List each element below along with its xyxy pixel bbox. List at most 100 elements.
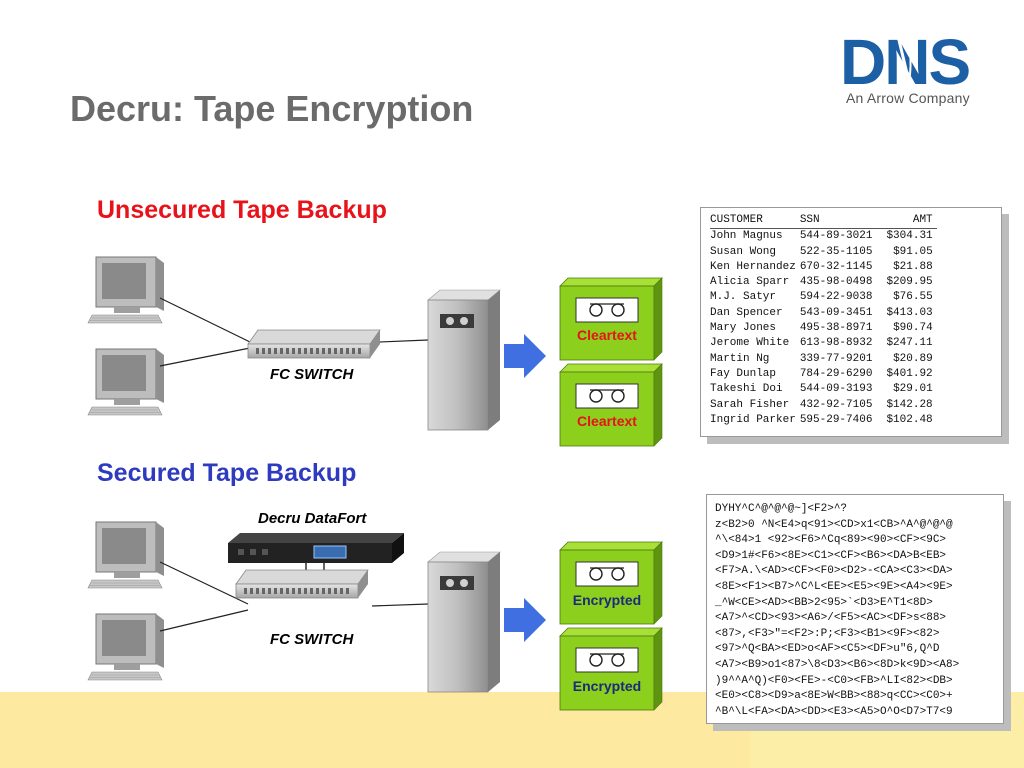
customer-cell: Fay Dunlap [710,367,777,380]
ssn-cell: 613-98-8932 [799,337,873,350]
computer-icon [87,521,165,589]
unsecured-section [87,256,663,447]
ssn-cell: 435-98-0498 [799,276,873,289]
amount-cell: $90.74 [893,322,933,335]
encrypted-line: )9^^A^Q)<F0><FE>-<C0><FB>^LI<82><DB> [715,674,953,687]
tape-cartridge-icon [559,627,663,711]
table-row: Fay Dunlap 784-29-6290 $401.92 [710,367,937,382]
encrypted-text-block: DYHY^C^@^@^@~]<F2>^? z<B2>0 ^N<E4>q<91><C… [715,502,1003,720]
encrypted-data-panel: DYHY^C^@^@^@~]<F2>^? z<B2>0 ^N<E4>q<91><C… [706,494,1004,724]
ssn-cell: 595-29-7406 [799,413,873,426]
tape-cartridge-icon [559,363,663,447]
secured-section [87,521,663,711]
column-header: SSN [799,213,877,230]
unsecured-heading: Unsecured Tape Backup [97,196,387,224]
ssn-cell: 544-09-3193 [799,383,873,396]
logo-tagline: An Arrow Company [846,90,970,106]
tape-cartridge-icon [559,541,663,625]
amount-cell: $21.88 [893,260,933,273]
encrypted-line: <A7>^<CD><93><A6>/<F5><AC><DF>s<88> [715,612,947,625]
dns-logo-icon: DNS [840,26,971,98]
encrypted-line: ^\<84>1 <92><F6>^Cq<89><90><CF><9C> [715,534,947,547]
encrypted-line: <8E><F1><B7>^C^L<EE><E5><9E><A4><9E> [715,580,953,593]
table-row: Dan Spencer 543-09-3451 $413.03 [710,306,937,321]
table-row: Jerome White 613-98-8932 $247.11 [710,336,937,351]
computer-icon [87,348,165,416]
company-logo: DNS [836,26,996,110]
ssn-cell: 543-09-3451 [799,306,873,319]
customer-table: CUSTOMER SSN AMT John Magnus 544-89-3021 $… [710,213,937,428]
customer-cell: Jerome White [710,337,790,350]
page-title: Decru: Tape Encryption [70,88,474,129]
table-row: Sarah Fisher 432-92-7105 $142.28 [710,398,937,413]
customer-cell: Dan Spencer [710,306,783,319]
arrow-right-icon [504,334,546,378]
customer-cell: John Magnus [710,230,783,243]
amount-cell: $142.28 [886,398,933,411]
table-header-row: CUSTOMER SSN AMT [710,213,937,230]
amount-cell: $20.89 [893,352,933,365]
encrypted-line: <97>^Q<BA><ED>o<AF><C5><DF>u"6,Q^D [715,643,940,656]
ssn-cell: 784-29-6290 [799,367,873,380]
customer-cell: Alicia Sparr [710,276,790,289]
encrypted-line: z<B2>0 ^N<E4>q<91><CD>x1<CB>^A^@^@^@ [715,518,953,531]
encrypted-line: _^W<CE><AD><BB>2<95>`<D3>E^T1<8D> [715,596,933,609]
amount-cell: $76.55 [893,291,933,304]
table-row: Mary Jones 495-38-8971 $90.74 [710,321,937,336]
ssn-cell: 495-38-8971 [799,322,873,335]
customer-cell: Martin Ng [710,352,770,365]
table-row: M.J. Satyr 594-22-9038 $76.55 [710,290,937,305]
computer-icon [87,256,165,324]
computer-icon [87,613,165,681]
connection-line [159,347,251,367]
encrypted-line: DYHY^C^@^@^@~]<F2>^? [715,503,848,515]
encrypted-line: ^B^\L<FA><DA><DD><E3><A5>O^O<D7>T7<9 [715,705,953,718]
amount-cell: $401.92 [886,367,933,380]
ssn-cell: 544-89-3021 [799,230,873,243]
ssn-cell: 670-32-1145 [799,260,873,273]
tape-label-encrypted: Encrypted [572,592,642,608]
encrypted-line: <E0><C8><D9>a<8E>W<BB><88>q<CC><C0>+ [715,690,953,703]
ssn-cell: 339-77-9201 [799,352,873,365]
customer-cell: M.J. Satyr [710,291,777,304]
amount-cell: $102.48 [886,413,933,426]
tape-server-icon [427,289,501,431]
ssn-cell: 522-35-1105 [799,245,873,258]
column-header: CUSTOMER [710,213,800,230]
ssn-cell: 432-92-7105 [799,398,873,411]
amount-cell: $91.05 [893,245,933,258]
connection-line [371,603,429,607]
ssn-cell: 594-22-9038 [799,291,873,304]
encrypted-line: <F7>A.\<AD><CF><F0><D2>-<CA><C3><DA> [715,565,953,578]
customer-cell: Susan Wong [710,245,777,258]
fc-switch-label: FC SWITCH [270,366,354,383]
connection-line [159,561,249,605]
connection-line [159,609,249,632]
tape-label-cleartext: Cleartext [577,327,637,343]
arrow-right-icon [504,598,546,642]
table-row: Martin Ng 339-77-9201 $20.89 [710,352,937,367]
fc-switch-label: FC SWITCH [270,631,354,648]
encrypted-line: <D9>1#<F6><8E><C1><CF><B6><DA>B<EB> [715,549,947,562]
customer-cell: Sarah Fisher [710,398,790,411]
datafort-label: Decru DataFort [258,510,367,527]
cleartext-data-panel: CUSTOMER SSN AMT John Magnus 544-89-3021 $… [700,207,1002,437]
encrypted-line: <87>,<F3>"=<F2>:P;<F3><B1><9F><82> [715,627,940,640]
tape-server-icon [427,551,501,693]
fc-switch-icon [247,329,381,359]
datafort-appliance-icon [228,533,404,563]
table-row: Susan Wong 522-35-1105 $91.05 [710,245,937,260]
tape-cartridge-icon [559,277,663,361]
amount-cell: $413.03 [886,306,933,319]
table-row: Alicia Sparr 435-98-0498 $209.95 [710,275,937,290]
tape-label-encrypted: Encrypted [572,678,642,694]
connection-line [159,297,251,343]
customer-cell: Mary Jones [710,322,777,335]
connection-line [379,339,429,343]
amount-cell: $247.11 [886,337,933,350]
amount-cell: $209.95 [886,276,933,289]
